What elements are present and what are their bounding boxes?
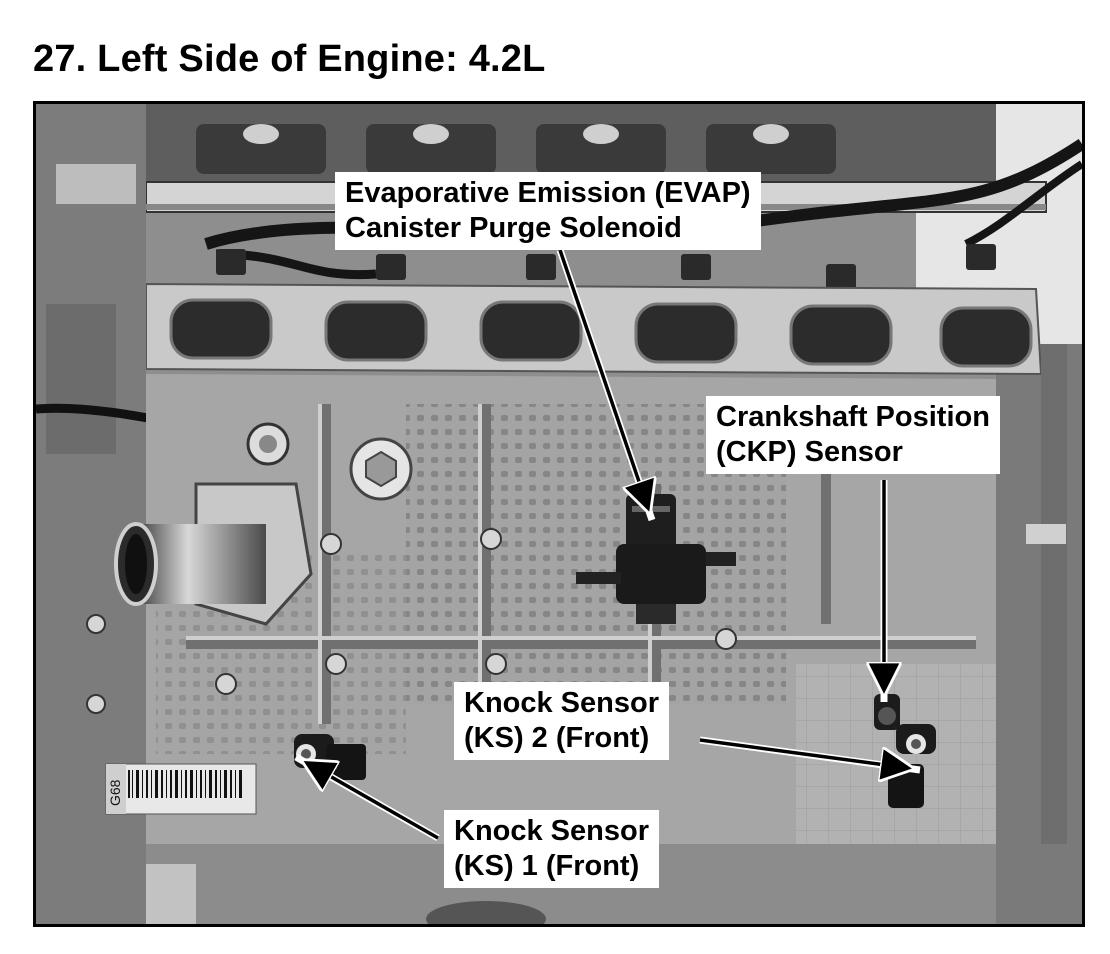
callout-ks1-line2: (KS) 1 (Front) — [454, 850, 640, 882]
callout-ks2-line2: (KS) 2 (Front) — [464, 722, 650, 754]
callout-knock-sensor-2: Knock Sensor (KS) 2 (Front) — [454, 682, 669, 760]
callout-knock-sensor-1: Knock Sensor (KS) 1 (Front) — [444, 810, 659, 888]
callout-ks2-line1: Knock Sensor — [464, 687, 659, 719]
callout-ckp-line1: Crankshaft Position — [716, 401, 990, 433]
callout-ks1-line1: Knock Sensor — [454, 815, 649, 847]
callout-evap-purge-solenoid: Evaporative Emission (EVAP) Canister Pur… — [335, 172, 761, 250]
callout-ckp-sensor: Crankshaft Position (CKP) Sensor — [706, 396, 1000, 474]
callout-ckp-line2: (CKP) Sensor — [716, 436, 903, 468]
callout-evap-line2: Canister Purge Solenoid — [345, 212, 682, 244]
page-title: 27. Left Side of Engine: 4.2L — [33, 38, 546, 80]
callout-evap-line1: Evaporative Emission (EVAP) — [345, 177, 751, 209]
engine-code-label: G68 — [107, 779, 123, 806]
